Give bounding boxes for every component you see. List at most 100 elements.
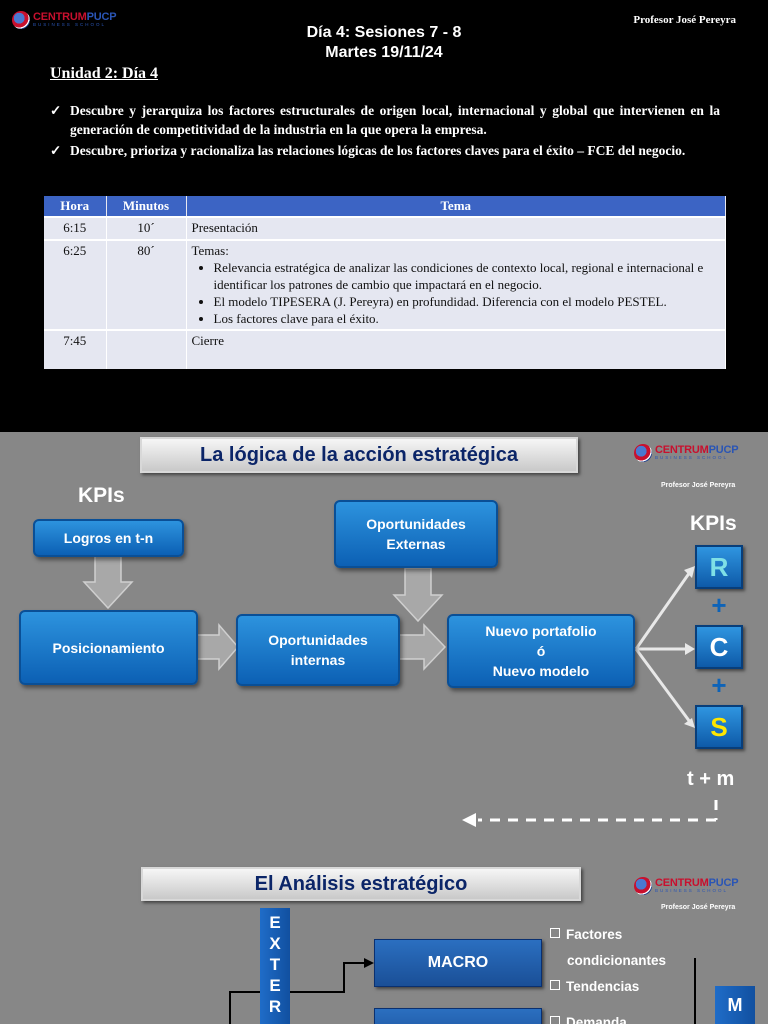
objective-item: ✓ Descubre, prioriza y racionaliza las r… (50, 141, 720, 160)
down-arrow-icon (82, 555, 134, 610)
plus-icon: + (711, 590, 727, 620)
cell-minutos: 10´ (106, 216, 187, 240)
vertical-letter: E (269, 913, 281, 932)
centrum-logo: CENTRUMPUCP BUSINESS SCHOOL (634, 444, 739, 462)
vertical-letter: X (269, 934, 281, 953)
objective-text: Descubre, prioriza y racionaliza las rel… (70, 143, 686, 158)
box-label-line: ó (536, 643, 546, 659)
slide-strategic-action-logic: La lógica de la acción estratégica CENTR… (0, 432, 768, 864)
professor-name: Profesor José Pereyra (661, 904, 736, 911)
oportunidades-internas-box: Oportunidades internas (236, 614, 400, 686)
kpi-s-box: S (695, 705, 743, 749)
down-arrow-icon (392, 567, 444, 623)
left-arrowhead-icon (462, 813, 476, 827)
professor-name: Profesor José Pereyra (661, 482, 736, 489)
schedule-table: Hora Minutos Tema 6:15 10´ Presentación … (44, 196, 726, 369)
professor-name: Profesor José Pereyra (633, 14, 736, 26)
box-label-line: internas (290, 652, 346, 668)
header-hora: Hora (44, 196, 107, 217)
connector-line (291, 962, 368, 993)
arrow-to-s (634, 648, 692, 723)
logo-text: CENTRUMPUCP (655, 877, 739, 890)
cell-hora: 6:25 (44, 239, 107, 330)
time-label: t + m (687, 768, 735, 790)
logo-subtext: BUSINESS SCHOOL (655, 455, 729, 461)
bullet-text: Demanda (566, 1015, 627, 1024)
checkbox-bullet-icon (550, 1016, 560, 1024)
flow-arrows-layer (82, 555, 718, 827)
logo-subtext: BUSINESS SCHOOL (655, 888, 729, 894)
box-label-line: Nuevo modelo (492, 663, 590, 679)
list-item: El modelo TIPESERA (J. Pereyra) en profu… (214, 293, 721, 310)
cell-tema: Temas: Relevancia estratégica de analiza… (186, 239, 726, 330)
kpis-label-right: KPIs (690, 512, 737, 535)
checkbox-bullet-icon (550, 928, 560, 938)
centrum-logo: CENTRUMPUCP BUSINESS SCHOOL (634, 877, 739, 895)
right-vertical-label: M (715, 986, 755, 1024)
box-label-line: Oportunidades (268, 632, 368, 648)
header-minutos: Minutos (106, 196, 187, 217)
cell-hora: 6:15 (44, 216, 107, 240)
arrowhead-icon (684, 566, 695, 578)
header-tema: Tema (186, 196, 726, 217)
list-item: condicionantes (567, 953, 667, 968)
slide-session-agenda: CENTRUMPUCP BUSINESS SCHOOL Día 4: Sesio… (0, 0, 768, 432)
kpi-letter: R (709, 551, 729, 582)
posicionamiento-box: Posicionamiento (19, 610, 198, 685)
arrowhead-icon (685, 643, 695, 655)
vertical-letter: R (268, 997, 282, 1016)
right-arrow-icon (397, 623, 447, 671)
bullet-text: Tendencias (566, 979, 640, 994)
list-item: Demanda (550, 1010, 666, 1024)
table-row: 6:15 10´ Presentación (44, 216, 726, 240)
box-label-line: Oportunidades (366, 516, 466, 532)
table-row: 6:25 80´ Temas: Relevancia estratégica d… (44, 239, 726, 330)
plus-icon: + (711, 670, 727, 700)
bullet-text: Factores (566, 927, 623, 942)
kpi-letter: C (709, 631, 729, 662)
list-item: Factores (550, 922, 666, 948)
box-label-line: Externas (386, 536, 446, 552)
table-header-row: Hora Minutos Tema (44, 196, 726, 217)
slide-title: La lógica de la acción estratégica (140, 437, 578, 473)
table-row: 7:45 Cierre (44, 329, 726, 369)
vertical-letter: T (269, 955, 281, 974)
kpi-c-box: C (695, 625, 743, 669)
right-arrow-icon (196, 622, 239, 672)
cell-hora: 7:45 (44, 329, 107, 369)
vertical-letter: E (269, 976, 281, 995)
logo-text: CENTRUMPUCP (655, 444, 739, 457)
checkbox-bullet-icon (550, 980, 560, 990)
list-item: Relevancia estratégica de analizar las c… (214, 259, 721, 293)
cell-tema: Presentación (186, 216, 726, 240)
topics-list: Relevancia estratégica de analizar las c… (192, 259, 721, 327)
objective-item: ✓ Descubre y jerarquiza los factores est… (50, 101, 720, 139)
external-vertical-label: E X T E R (260, 908, 290, 1024)
checkmark-icon: ✓ (50, 103, 62, 118)
cell-tema: Cierre (186, 329, 726, 369)
second-box (374, 1008, 542, 1024)
kpi-letter: S (710, 711, 728, 742)
list-item: Tendencias (550, 974, 666, 1000)
list-item: Los factores clave para el éxito. (214, 310, 721, 327)
kpis-label-left: KPIs (78, 484, 125, 507)
vertical-letter: M (727, 995, 743, 1015)
logros-box: Logros en t-n (33, 519, 184, 557)
nuevo-portafolio-box: Nuevo portafolio ó Nuevo modelo (447, 614, 635, 688)
session-date: Martes 19/11/24 (325, 44, 443, 61)
logo-text: CENTRUMPUCP (33, 11, 117, 24)
oportunidades-externas-box: Oportunidades Externas (334, 500, 498, 568)
centrum-logo-mark-icon (634, 877, 652, 895)
centrum-logo-mark-icon (12, 11, 30, 29)
checkmark-icon: ✓ (50, 143, 62, 158)
topics-label: Temas: (191, 243, 229, 258)
macro-box: MACRO (374, 939, 542, 987)
centrum-logo-mark-icon (634, 444, 652, 462)
cell-minutos: 80´ (106, 239, 187, 330)
unit-heading: Unidad 2: Día 4 (50, 65, 159, 82)
slide-title: El Análisis estratégico (141, 867, 581, 901)
slide-strategic-analysis: El Análisis estratégico CENTRUMPUCP BUSI… (0, 864, 768, 1024)
arrow-to-r (634, 571, 692, 650)
arrowhead-icon (364, 958, 374, 968)
bullet-list: Factores condicionantes Tendencias Deman… (550, 922, 666, 1024)
